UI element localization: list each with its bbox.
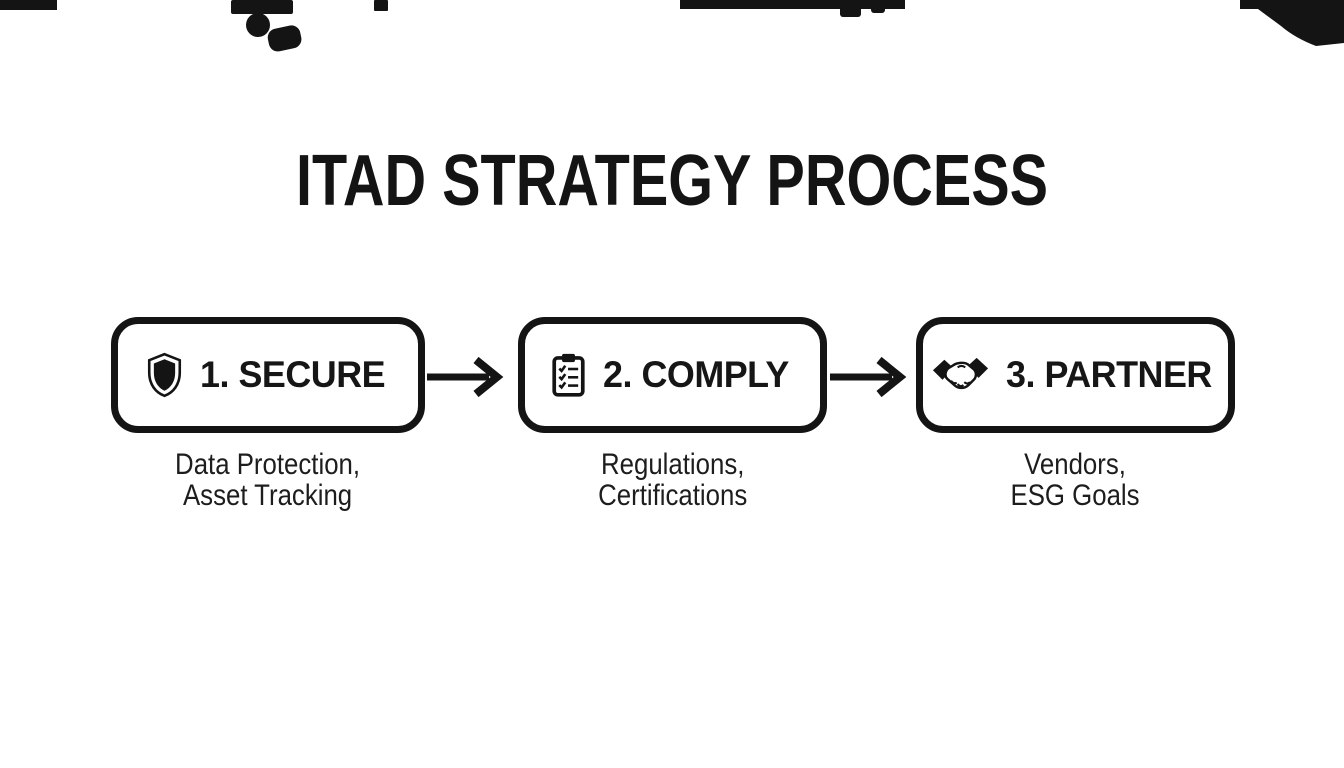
step-box-partner: 3. PARTNER xyxy=(916,317,1235,433)
step-sublabel-partner: Vendors, ESG Goals xyxy=(916,449,1235,511)
diagram-title-text: ITAD STRATEGY PROCESS xyxy=(295,141,1049,221)
sublabel-line-2: Asset Tracking xyxy=(183,479,353,512)
step-box-secure: 1. SECURE xyxy=(111,317,425,433)
step-box-comply: 2. COMPLY xyxy=(518,317,827,433)
clipboard-checklist-icon xyxy=(551,352,586,398)
step-sublabel-comply: Regulations, Certifications xyxy=(518,449,827,511)
arrow-right-icon xyxy=(830,356,907,398)
sublabel-line-1: Regulations, xyxy=(600,448,745,481)
sublabel-line-1: Vendors, xyxy=(1024,448,1127,481)
top-edge-artifacts xyxy=(0,0,1344,52)
sublabel-line-1: Data Protection, xyxy=(175,448,361,481)
handshake-icon xyxy=(932,355,989,395)
diagram-title: ITAD STRATEGY PROCESS xyxy=(0,145,1344,217)
step-label-secure: 1. SECURE xyxy=(199,354,386,395)
arrow-right-icon xyxy=(427,356,504,398)
sublabel-line-2: Certifications xyxy=(597,479,748,512)
sublabel-line-2: ESG Goals xyxy=(1010,479,1141,512)
step-label-comply: 2. COMPLY xyxy=(602,354,789,395)
shield-icon xyxy=(146,352,183,398)
step-label-partner: 3. PARTNER xyxy=(1006,354,1213,395)
step-sublabel-secure: Data Protection, Asset Tracking xyxy=(111,449,425,511)
